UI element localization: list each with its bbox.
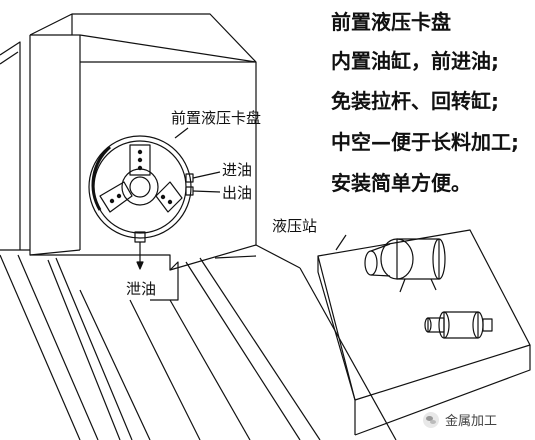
oil-out-label: 出油 bbox=[222, 184, 253, 202]
watermark-text: 金属加工 bbox=[445, 414, 498, 429]
headstock bbox=[29, 13, 257, 271]
feature-line-3: 中空—便于长料加工; bbox=[331, 130, 519, 154]
feature-line-4: 安装简单方便。 bbox=[331, 171, 471, 195]
hydraulic-station bbox=[317, 229, 531, 436]
wechat-icon bbox=[423, 411, 439, 428]
chuck-label: 前置液压卡盘 bbox=[171, 109, 262, 127]
features-title: 前置液压卡盘 bbox=[331, 10, 451, 34]
drain-label: 泄油 bbox=[126, 280, 157, 298]
watermark: 金属加工 bbox=[423, 410, 497, 429]
lathe-bed bbox=[0, 244, 397, 440]
oil-in-label: 进油 bbox=[222, 161, 253, 179]
station-label: 液压站 bbox=[272, 217, 318, 235]
left-housing bbox=[0, 41, 30, 251]
feature-line-1: 内置油缸，前进油; bbox=[331, 49, 499, 73]
feature-line-2: 免装拉杆、回转缸; bbox=[331, 89, 499, 113]
hydraulic-chuck bbox=[88, 127, 221, 270]
